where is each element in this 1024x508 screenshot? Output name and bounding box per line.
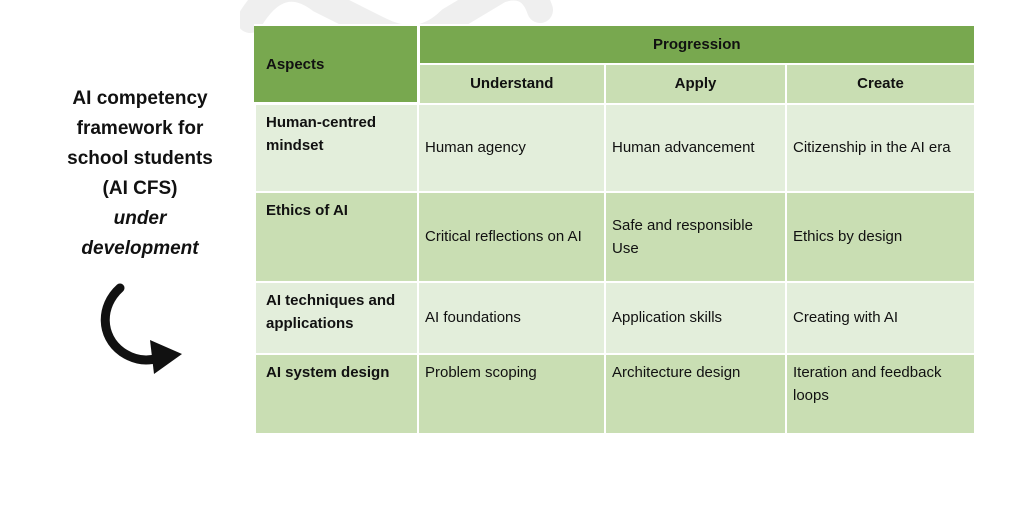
aspect-cell: Human-centred mindset xyxy=(254,102,419,193)
understand-cell: Problem scoping xyxy=(417,352,606,435)
table-row: Human-centred mindset Human agency Human… xyxy=(254,102,977,193)
caption-line-3: school students xyxy=(67,148,213,169)
create-cell: Ethics by design xyxy=(784,190,977,283)
understand-cell: Critical reflections on AI xyxy=(417,190,606,283)
table-header-row: Aspects Progression xyxy=(254,23,977,105)
level-understand-header: Understand xyxy=(417,63,606,105)
apply-cell: Application skills xyxy=(604,280,787,355)
understand-cell: Human agency xyxy=(417,102,606,193)
caption-line-5: under xyxy=(113,208,167,229)
caption-line-6: development xyxy=(81,238,199,259)
table-level-row: Understand Apply Create xyxy=(255,63,977,105)
create-cell: Citizenship in the AI era xyxy=(784,102,977,193)
framework-caption: AI competency framework for school stude… xyxy=(40,84,240,264)
aspects-header: Aspects xyxy=(254,24,420,105)
create-cell: Iteration and feedback loops xyxy=(784,352,977,435)
table-row: AI techniques and applications AI founda… xyxy=(254,280,977,355)
level-apply-header: Apply xyxy=(604,63,787,105)
level-create-header: Create xyxy=(784,63,977,105)
progression-header: Progression xyxy=(416,23,977,66)
table-row: Ethics of AI Critical reflections on AI … xyxy=(254,190,977,283)
aspect-cell: Ethics of AI xyxy=(254,190,419,283)
curved-arrow-icon xyxy=(100,283,182,374)
caption-line-2: framework for xyxy=(76,118,204,139)
table-row: AI system design Problem scoping Archite… xyxy=(254,352,977,435)
apply-cell: Human advancement xyxy=(604,102,787,193)
caption-line-4: (AI CFS) xyxy=(102,178,178,199)
aspect-cell: AI techniques and applications xyxy=(254,280,419,355)
aspect-cell: AI system design xyxy=(254,352,419,435)
create-cell: Creating with AI xyxy=(784,280,977,355)
apply-cell: Architecture design xyxy=(604,352,787,435)
apply-cell: Safe and responsible Use xyxy=(604,190,787,283)
understand-cell: AI foundations xyxy=(417,280,606,355)
competency-table: Aspects Progression Understand Apply Cre… xyxy=(254,23,977,435)
caption-line-1: AI competency xyxy=(72,88,208,109)
